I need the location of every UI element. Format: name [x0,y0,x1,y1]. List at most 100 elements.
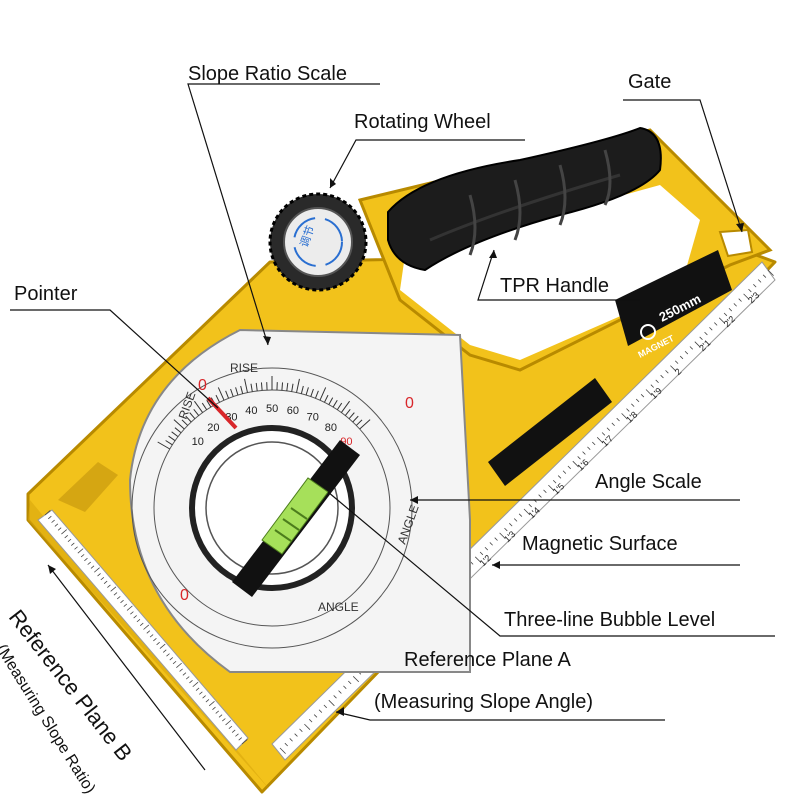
ruler-b-tick [74,546,78,550]
ruler-a-tick [640,393,645,398]
label-bubble-level: Three-line Bubble Level [504,609,716,631]
ruler-b-tick [143,624,150,630]
dial-tick [244,378,248,393]
ruler-a-tick [704,331,708,336]
ruler-b-tick [103,580,108,585]
ruler-b-tick [110,586,117,592]
ruler-b-tick [120,599,124,604]
ruler-a-tick [279,747,286,754]
ruler-a-tick [313,714,318,718]
ruler-a-tick [474,556,482,563]
ruler-a-tick [762,274,767,278]
ruler-b-tick [71,542,75,546]
ruler-a-tick [587,446,591,450]
ruler-a-tick [489,542,493,546]
ruler-a-tick [572,460,579,468]
dial-tick [215,394,220,403]
angle-label-bottom: ANGLE [318,600,359,614]
magnetic-strip [488,378,612,486]
ruler-b-tick [87,561,91,565]
ruler-a-tick [753,284,757,288]
ruler-a-tick [552,480,557,484]
ruler-b-tick [80,554,85,558]
ruler-b-tick [126,605,133,611]
ruler-a-tick [694,341,701,348]
leader-arrowheads [48,178,744,716]
label-pointer: Pointer [14,283,78,305]
ruler-b-tick [44,510,51,516]
ruler-b-tick [159,643,166,649]
ruler-b-tick [77,548,84,554]
dial-angle-number: 40 [245,405,257,417]
handle-opening [400,185,700,360]
ruler-a-tick [582,451,586,455]
dial-tick [286,382,289,391]
ruler-a-tick [767,269,774,276]
dial-tick [296,378,300,393]
ruler-b-tick [222,718,226,722]
ruler-a-tick [665,370,669,374]
ruler-b-tick [116,596,121,600]
dial-tick [181,419,189,426]
ruler-b-tick [48,515,52,520]
ruler-b-tick [215,710,220,714]
ruler-b-tick [54,523,59,527]
ruler-b-tick [139,622,144,626]
ruler-a-tick [318,709,323,713]
dial-tick [359,419,371,430]
ruler-b-tick [205,699,210,703]
ruler-b-tick [123,603,128,607]
ruler-a-tick [304,723,311,730]
ruler-b-tick [64,534,68,539]
ruler-a-tick [723,312,728,317]
dial-tick [250,383,253,392]
ruler-b-tick [97,573,101,577]
ruler-a-tick [626,408,630,412]
ruler-a-tick [611,422,615,427]
dial-tick [348,412,355,420]
ruler-b-tick [149,634,154,638]
ruler-b-tick [199,691,203,695]
dial-tick [185,415,192,423]
leader-pointer [10,309,219,409]
ruler-b-tick [57,527,62,531]
rise-label-top: RISE [230,361,258,375]
leader-bubble [327,491,775,637]
ruler-b-tick [153,638,157,642]
ruler-a-tick [557,475,562,479]
dial-tick [168,435,176,442]
leader-rotating-wheel [329,139,525,189]
ruler-a-tick [543,489,547,493]
ruler-b-tick [51,519,55,523]
ruler-b-tick [162,649,167,653]
ruler-plane-b [37,509,249,751]
dial-tick [225,390,230,399]
dial-tick [230,388,234,397]
ruler-b-tick [169,657,174,661]
leader-slope-ratio [187,83,380,346]
dial-tick [336,402,343,410]
label-tpr-handle: TPR Handle [500,275,609,297]
ruler-a-tick [645,389,652,396]
ruler-a-tick [567,465,572,470]
dial-tick [194,400,204,413]
ruler-a-tick [699,336,703,341]
logo-emboss [58,462,118,512]
leader-plane-b [47,564,206,771]
ruler-a-tick [348,680,352,685]
ruler-a-tick [709,327,713,331]
ruler-a-tick [621,413,628,420]
ruler-a-tick [509,523,513,527]
ruler-a-tick [333,695,337,699]
ruler-a-tick [308,719,313,723]
ruler-b-tick [185,676,190,680]
ruler-b-tick [100,576,105,581]
ruler-b-tick [61,529,67,535]
ruler-a-number: 2 [673,366,684,377]
dial-tick [206,399,212,408]
ruler-a-tick [338,690,342,694]
dial-tick [324,394,329,403]
dial-tick [173,419,185,430]
